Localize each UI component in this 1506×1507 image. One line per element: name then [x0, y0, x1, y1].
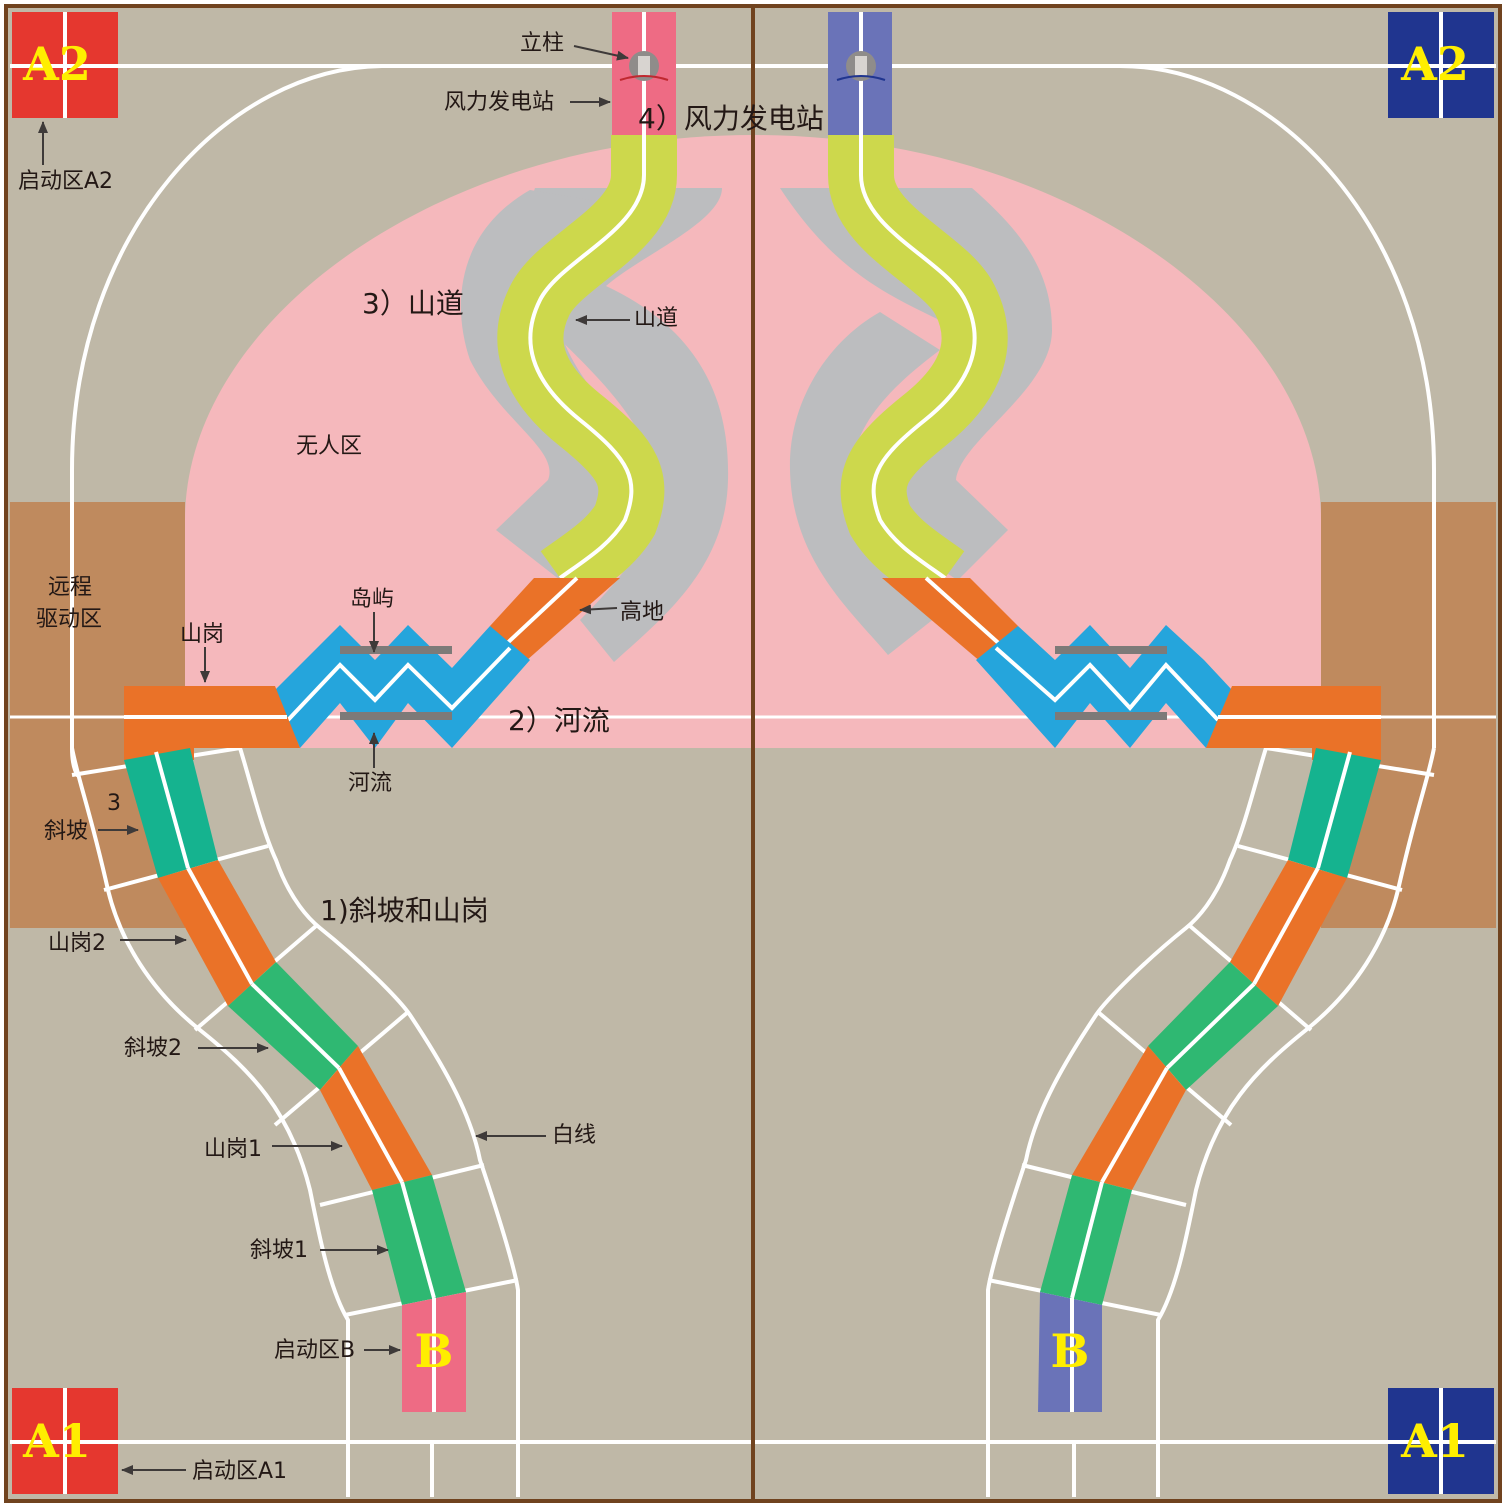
label-num3: 3 [107, 791, 121, 816]
island-right [1055, 646, 1167, 654]
section-river: 2）河流 [508, 704, 610, 737]
label-ridge: 山岗 [180, 622, 224, 647]
zone-a1-right: A1 [1400, 1414, 1469, 1468]
highland-piece-left [490, 578, 620, 668]
island-left [340, 646, 452, 654]
label-ridge2: 山岗2 [48, 931, 106, 956]
label-highland: 高地 [620, 600, 664, 625]
label-start-b: 启动区B [274, 1338, 355, 1363]
section-wind-station: 4）风力发电站 [638, 102, 824, 135]
label-slope: 斜坡 [44, 819, 88, 844]
label-start-a1: 启动区A1 [192, 1459, 287, 1484]
label-river: 河流 [348, 771, 392, 796]
field-border [4, 4, 1502, 1503]
label-start-a2: 启动区A2 [18, 169, 113, 194]
ridge2-right [1230, 860, 1347, 1006]
lane-grid-right [986, 746, 1436, 1497]
arrow-icon [38, 45, 630, 1475]
ridge2-left [158, 860, 276, 1006]
highland-right-lower [789, 312, 945, 655]
outer-track-right [1119, 64, 1436, 748]
label-island: 岛屿 [350, 587, 394, 612]
label-ridge1: 山岗1 [204, 1137, 262, 1162]
label-wind-power: 风力发电站 [444, 90, 554, 115]
zone-b-right: B [1051, 1324, 1090, 1378]
pillar-icon [619, 51, 669, 81]
zone-b-left: B [415, 1324, 454, 1378]
label-no-man-zone: 无人区 [296, 434, 362, 459]
start-a1-left [12, 1388, 118, 1494]
label-remote-1: 远程 [48, 575, 92, 600]
zone-a2-left: A2 [22, 37, 91, 91]
island-right-2 [1055, 712, 1167, 720]
start-a2-right [1388, 12, 1494, 118]
section-slope-ridge: 1)斜坡和山岗 [320, 894, 489, 927]
label-mountain-road: 山道 [634, 306, 678, 331]
river-left [275, 625, 530, 748]
start-a2-left [12, 12, 118, 118]
label-remote-2: 驱动区 [36, 607, 102, 632]
island-left-2 [340, 712, 452, 720]
label-pillar: 立柱 [520, 31, 564, 56]
label-white-line: 白线 [552, 1123, 596, 1148]
river-right [976, 625, 1232, 748]
highland-piece-right [882, 578, 1018, 668]
zone-a1-left: A1 [22, 1414, 91, 1468]
pillar-icon [836, 51, 886, 81]
start-a1-right [1388, 1388, 1494, 1494]
section-mountain-road: 3）山道 [362, 287, 464, 320]
route-right [828, 12, 1381, 1412]
outer-track-left [70, 64, 386, 748]
label-slope1: 斜坡1 [250, 1238, 308, 1263]
label-slope2: 斜坡2 [124, 1036, 182, 1061]
zone-a2-right: A2 [1400, 37, 1469, 91]
